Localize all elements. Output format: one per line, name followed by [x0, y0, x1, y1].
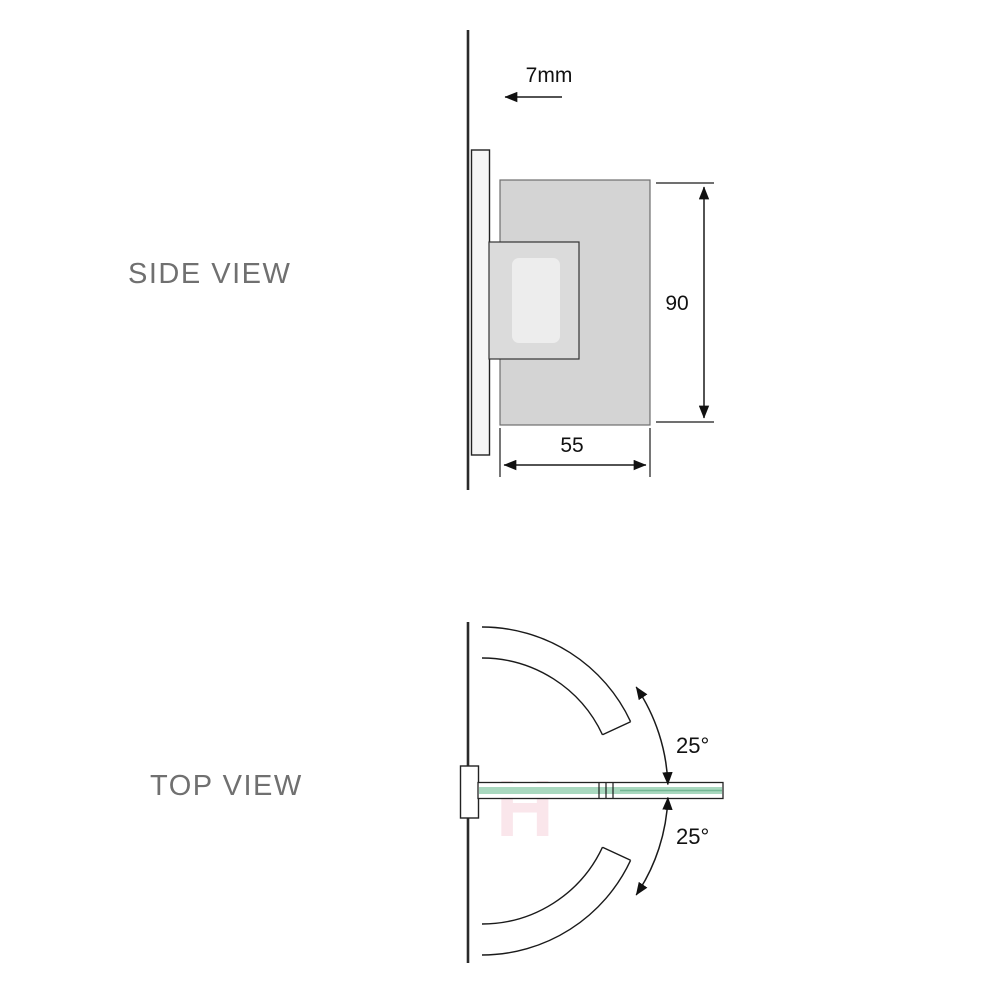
- lower-angle-dim-arc: [635, 796, 673, 896]
- lower-swing-arc-end: [602, 846, 631, 861]
- side-mount-plate: [470, 149, 491, 456]
- top-mount-block: [459, 765, 480, 819]
- top-view: TOP VIEW H: [150, 622, 724, 963]
- upper-swing-arc: [481, 626, 632, 736]
- lower-swing-arc-outer: [481, 860, 632, 956]
- offset-dim-label: 7mm: [526, 64, 573, 87]
- lower-angle-label: 25°: [676, 824, 709, 849]
- glass-green-strip: [479, 787, 722, 794]
- lower-swing-arc: [481, 846, 632, 956]
- clamp-highlight: [512, 258, 560, 343]
- upper-angle-label: 25°: [676, 733, 709, 758]
- upper-swing-arc-end: [602, 721, 631, 736]
- width-dim-label: 55: [560, 434, 583, 457]
- top-view-title: TOP VIEW: [150, 770, 303, 802]
- side-view-title: SIDE VIEW: [128, 258, 291, 290]
- upper-angle-dim-arc: [635, 686, 673, 786]
- upper-swing-arc-outer: [481, 626, 632, 722]
- watermark: H: [496, 764, 554, 853]
- height-dim-label: 90: [665, 292, 688, 315]
- upper-swing-arc-inner: [481, 657, 604, 736]
- lower-swing-arc-inner: [481, 846, 604, 925]
- side-view: SIDE VIEW 7mm 90 55: [128, 30, 714, 490]
